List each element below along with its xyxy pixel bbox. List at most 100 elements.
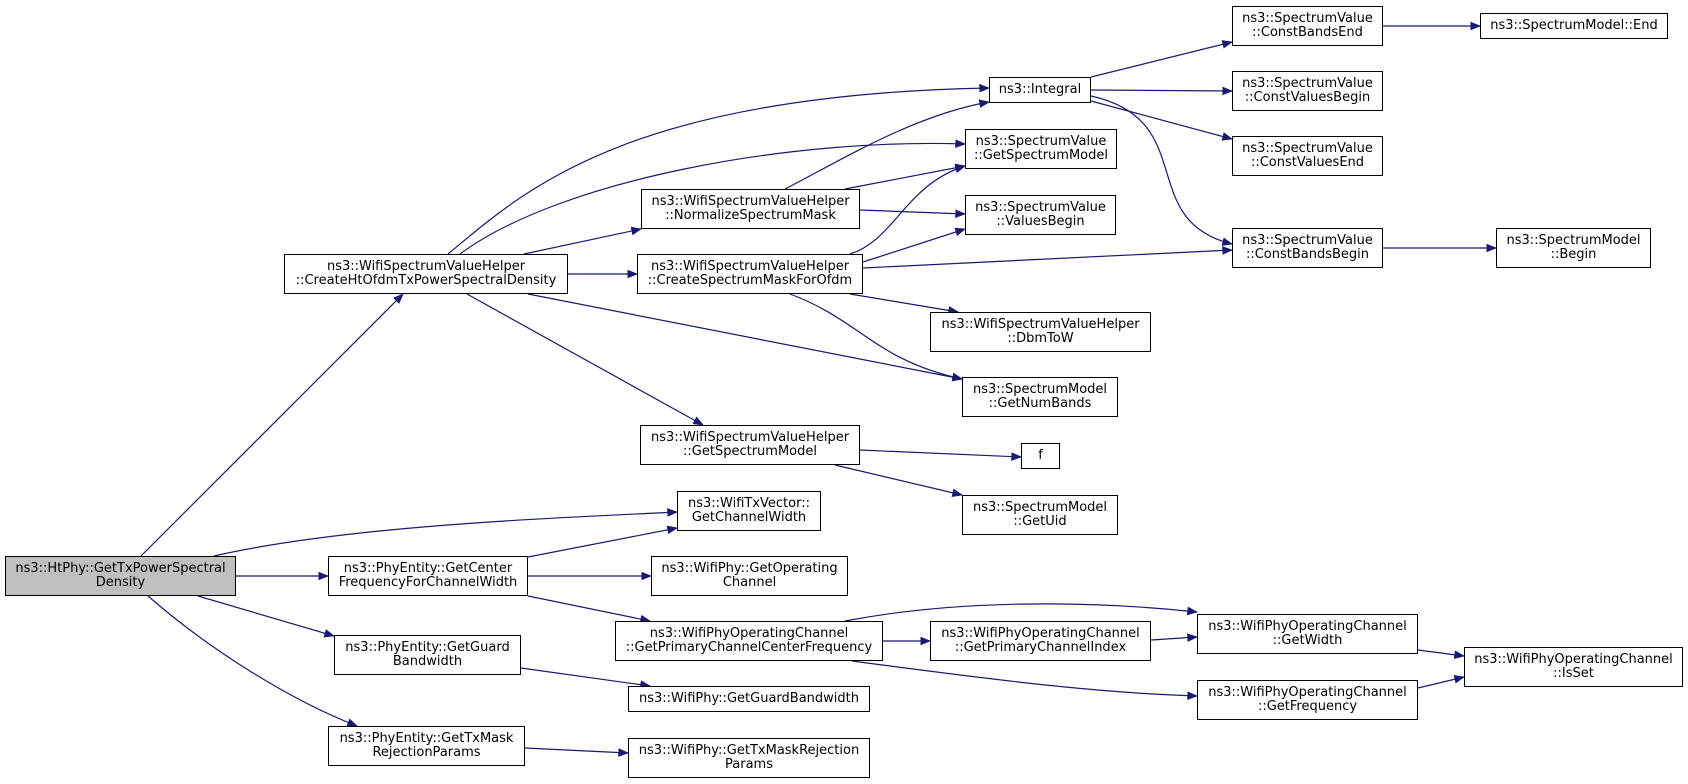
node-label-line2: ::GetPrimaryChannelCenterFrequency: [625, 640, 873, 655]
node-wsvh-getspectrummodel[interactable]: ns3::WifiSpectrumValueHelper ::GetSpectr…: [640, 425, 860, 465]
edge-integral-valuesbegin: [1090, 86, 1234, 96]
node-label-line2: ::ConstValuesEnd: [1250, 155, 1365, 170]
node-root: ns3::HtPhy::GetTxPowerSpectral Density: [5, 556, 236, 596]
edge-normalize-valuesbegin: [859, 209, 967, 218]
node-label-line1: f: [1038, 448, 1043, 463]
node-get-operating-channel[interactable]: ns3::WifiPhy::GetOperating Channel: [651, 556, 848, 596]
node-label-line2: ::GetSpectrumModel: [974, 148, 1108, 163]
node-label-line1: ns3::WifiSpectrumValueHelper: [650, 259, 850, 274]
edge-primary-frequency: [851, 660, 1199, 701]
node-spectrummodel-begin[interactable]: ns3::SpectrumModel ::Begin: [1496, 228, 1651, 268]
node-get-guard-bandwidth[interactable]: ns3::PhyEntity::GetGuard Bandwidth: [334, 635, 521, 675]
edge-wsvh-f: [859, 449, 1023, 461]
edge-mask-svmodel: [849, 164, 967, 255]
node-label-line2: ::DbmToW: [1007, 331, 1074, 346]
node-label-line2: Density: [95, 575, 146, 590]
node-const-bands-end[interactable]: ns3::SpectrumValue ::ConstBandsEnd: [1232, 6, 1383, 46]
node-const-bands-begin[interactable]: ns3::SpectrumValue ::ConstBandsBegin: [1232, 228, 1383, 268]
node-label-line1: ns3::WifiPhy::GetTxMaskRejection: [638, 743, 860, 758]
edge-mask-dbmtow: [849, 293, 960, 315]
edge-normalize-svmodel: [844, 163, 967, 190]
node-wifiphy-guard-bandwidth[interactable]: ns3::WifiPhy::GetGuardBandwidth: [628, 686, 870, 712]
node-label-line1: ns3::WifiPhyOperatingChannel: [649, 626, 849, 641]
node-label-line2: ::NormalizeSpectrumMask: [665, 208, 836, 223]
node-label-line2: ::ConstValuesBegin: [1244, 90, 1371, 105]
node-label-line2: FrequencyForChannelWidth: [338, 575, 518, 590]
node-dbmtow[interactable]: ns3::WifiSpectrumValueHelper ::DbmToW: [930, 312, 1151, 352]
node-const-values-end[interactable]: ns3::SpectrumValue ::ConstValuesEnd: [1232, 136, 1383, 176]
node-label-line2: Bandwidth: [392, 654, 463, 669]
node-label-line1: ns3::WifiPhyOperatingChannel: [1208, 685, 1407, 700]
node-f[interactable]: f: [1021, 443, 1060, 469]
edge-root-txmask: [147, 595, 359, 727]
edge-guard-wifiphy: [520, 667, 652, 689]
edge-integral-valuesend: [1090, 100, 1234, 141]
node-normalize[interactable]: ns3::WifiSpectrumValueHelper ::Normalize…: [641, 189, 860, 229]
node-label-line1: ns3::SpectrumValue: [1242, 76, 1373, 91]
node-label-line1: ns3::SpectrumModel: [972, 500, 1108, 515]
node-label-line1: ns3::WifiPhyOperatingChannel: [1474, 652, 1673, 667]
node-label-line1: ns3::PhyEntity::GetCenter: [343, 561, 513, 576]
edge-integral-bandsbegin: [1090, 95, 1234, 246]
node-label-line1: ns3::SpectrumModel: [972, 382, 1108, 397]
node-sv-getspectrummodel[interactable]: ns3::SpectrumValue ::GetSpectrumModel: [965, 129, 1117, 169]
edge-root-txvector: [213, 508, 679, 557]
edge-index-ocwidth: [1150, 633, 1199, 642]
node-label-line1: ns3::WifiPhy::GetOperating: [661, 561, 838, 576]
edge-normalize-integral: [784, 99, 991, 190]
node-oc-get-frequency[interactable]: ns3::WifiPhyOperatingChannel ::GetFreque…: [1197, 680, 1418, 720]
node-label-line2: ::GetFrequency: [1257, 699, 1358, 714]
node-oc-get-width[interactable]: ns3::WifiPhyOperatingChannel ::GetWidth: [1197, 614, 1418, 654]
node-const-values-begin[interactable]: ns3::SpectrumValue ::ConstValuesBegin: [1232, 71, 1383, 111]
edge-mask-bandsbegin: [862, 246, 1234, 269]
node-label-line2: ::GetSpectrumModel: [683, 444, 817, 459]
edge-integral-bandsend: [1090, 40, 1234, 78]
node-get-uid[interactable]: ns3::SpectrumModel ::GetUid: [962, 495, 1118, 535]
edge-create-ht-numbands: [527, 293, 964, 382]
node-label-line1: ns3::SpectrumValue: [975, 134, 1107, 149]
node-label-line2: ::ConstBandsBegin: [1245, 247, 1370, 262]
edge-wsvh-uid: [834, 464, 964, 497]
node-primary-channel-index[interactable]: ns3::WifiPhyOperatingChannel ::GetPrimar…: [930, 621, 1151, 661]
node-spectrummodel-end[interactable]: ns3::SpectrumModel::End: [1480, 13, 1668, 39]
node-label-line2: ::ConstBandsEnd: [1252, 25, 1363, 40]
node-integral[interactable]: ns3::Integral: [989, 77, 1091, 103]
edge-center-txvector: [527, 525, 679, 558]
node-values-begin[interactable]: ns3::SpectrumValue ::ValuesBegin: [965, 195, 1116, 235]
node-create-ht[interactable]: ns3::WifiSpectrumValueHelper ::CreateHtO…: [284, 254, 568, 294]
node-label-line1: ns3::SpectrumModel::End: [1490, 18, 1658, 33]
node-oc-isset[interactable]: ns3::WifiPhyOperatingChannel ::IsSet: [1464, 647, 1683, 687]
node-label-line1: ns3::PhyEntity::GetTxMask: [339, 731, 514, 746]
edge-mask-valuesbegin: [862, 227, 967, 263]
node-label-line2: ::GetNumBands: [988, 396, 1092, 411]
node-label-line1: ns3::SpectrumValue: [975, 200, 1106, 215]
node-label-line1: ns3::Integral: [998, 82, 1082, 97]
node-label-line2: ::GetPrimaryChannelIndex: [954, 640, 1127, 655]
edge-mask-numbands: [789, 293, 964, 382]
node-label-line1: ns3::WifiSpectrumValueHelper: [651, 194, 850, 209]
node-get-num-bands[interactable]: ns3::SpectrumModel ::GetNumBands: [962, 377, 1118, 417]
node-get-txmask-rejection[interactable]: ns3::PhyEntity::GetTxMask RejectionParam…: [328, 726, 525, 766]
node-create-mask[interactable]: ns3::WifiSpectrumValueHelper ::CreateSpe…: [637, 254, 863, 294]
edge-create-ht-wsvhmodel: [466, 293, 704, 426]
node-label-line1: ns3::SpectrumValue: [1242, 233, 1373, 248]
edge-txmask-wifiphy: [524, 747, 630, 757]
node-txvector-channelwidth[interactable]: ns3::WifiTxVector:: GetChannelWidth: [677, 491, 821, 531]
edge-root-guard: [197, 595, 336, 638]
edge-create-ht-normalize: [523, 226, 643, 255]
node-label-line1: ns3::SpectrumModel: [1506, 233, 1641, 248]
edge-frequency-isset: [1417, 675, 1466, 689]
node-label-line1: ns3::WifiPhyOperatingChannel: [1208, 619, 1407, 634]
node-label-line2: RejectionParams: [372, 745, 481, 760]
node-label-line1: ns3::WifiSpectrumValueHelper: [326, 259, 526, 274]
node-label-line2: ::IsSet: [1553, 666, 1594, 681]
node-label-line1: ns3::SpectrumValue: [1242, 141, 1373, 156]
node-label-line1: ns3::HtPhy::GetTxPowerSpectral: [15, 561, 226, 576]
node-label-line2: ::Begin: [1550, 247, 1597, 262]
node-center-frequency[interactable]: ns3::PhyEntity::GetCenter FrequencyForCh…: [328, 556, 528, 596]
node-wifiphy-txmask-rejection[interactable]: ns3::WifiPhy::GetTxMaskRejection Params: [628, 738, 870, 778]
node-primary-center-frequency[interactable]: ns3::WifiPhyOperatingChannel ::GetPrimar…: [615, 621, 883, 661]
node-label-line2: ::ValuesBegin: [996, 214, 1085, 229]
